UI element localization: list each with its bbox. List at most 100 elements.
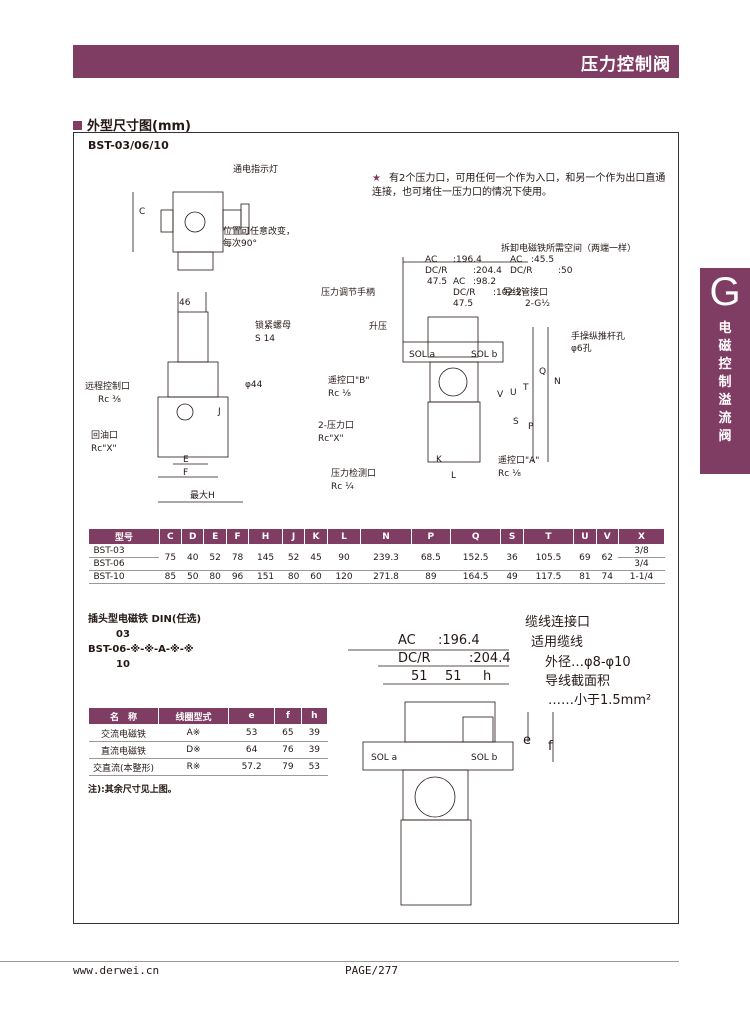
table-cell: D※ [158, 741, 229, 759]
label-n: N [554, 377, 561, 387]
footer-website-link[interactable]: www.derwei.cn [73, 964, 160, 977]
table-header: L [326, 528, 362, 545]
content-frame [73, 132, 679, 924]
note: ★有2个压力口，可用任何一个作为入口，和另一个作为出口直通连接，也可堵住一压力口… [372, 172, 672, 200]
din-label-cable: 缆线连接口 [525, 614, 590, 630]
square-bullet-icon [73, 121, 82, 130]
din-label-sola: SOL a [371, 753, 397, 763]
label-f: F [183, 468, 188, 478]
label-rc-x: Rc"X" [318, 434, 344, 444]
table-cell: 49 [500, 570, 524, 584]
label-solb: SOL b [471, 350, 498, 360]
table-row: 直流电磁铁 D※ 64 76 39 [88, 741, 328, 759]
din-label-e: e [523, 733, 531, 748]
label-every90: 每次90° [223, 237, 257, 249]
table-cell: 81 [573, 570, 597, 584]
table-cell: 交流电磁铁 [88, 724, 159, 742]
top-view-circle [184, 211, 206, 233]
table-cell: 60 [304, 570, 328, 584]
table-cell: BST-03 [88, 544, 160, 558]
label-return-port: 回油口 [91, 429, 118, 441]
label-dcr: DC/R [425, 266, 448, 276]
table-cell: 53 [228, 724, 275, 742]
table-cell: 89 [411, 570, 451, 584]
label-raise: 升压 [369, 321, 387, 332]
table-header: U [573, 528, 597, 545]
table-cell: BST-06 [88, 557, 160, 571]
label-ac-value: :196.4 [453, 255, 482, 265]
table-cell: 74 [596, 570, 619, 584]
label-dcr2-value: :50 [558, 266, 573, 276]
table-cell: 40 [181, 544, 204, 571]
table-row: BST-10 85 50 80 96 151 80 60 120 271.8 8… [88, 570, 665, 584]
side-category-tab[interactable]: G 电磁控制溢流阀 [700, 268, 750, 474]
table-header-row: 名 称 线圈型式 e f h [88, 707, 329, 725]
table-cell: 45 [304, 544, 328, 571]
din-line-10: 10 [116, 659, 130, 670]
table-cell: 39 [301, 741, 328, 759]
table-cell: 96 [226, 570, 249, 584]
footer-page-number: PAGE/277 [345, 964, 398, 977]
table-cell: 105.5 [523, 544, 574, 571]
label-conduit-size: 2-G½ [525, 299, 550, 309]
front-view-body [157, 396, 229, 458]
label-t: T [522, 383, 529, 393]
coil-table: 名 称 线圈型式 e f h 交流电磁铁 A※ 53 65 39 直流电磁铁 D… [88, 707, 329, 776]
din-label-solb: SOL b [471, 753, 498, 763]
star-icon: ★ [372, 173, 381, 184]
label-manual-lever: 手操纵推杆孔 [571, 330, 625, 342]
table-cell: 90 [327, 544, 361, 571]
top-view-knob [240, 203, 250, 235]
table-cell: 3/8 [618, 544, 665, 558]
label-max-h: 最大H [190, 489, 215, 501]
table-cell: 57.2 [228, 758, 275, 776]
table-header: 名 称 [88, 707, 159, 725]
label-position: 位置可任意改变， [223, 225, 295, 237]
table-cell: 239.3 [360, 544, 412, 571]
din-line-03: 03 [116, 629, 130, 640]
top-view-knob-base [222, 209, 242, 229]
table-header: V [595, 528, 619, 545]
label-e: E [183, 455, 189, 465]
table-cell: 39 [301, 724, 328, 742]
table-cell: 78 [226, 544, 249, 571]
table-row: 交直流(本整形) R※ 57.2 79 53 [88, 758, 328, 776]
table-header: P [410, 528, 451, 545]
din-view-body [400, 819, 472, 906]
label-phi44: φ44 [245, 380, 263, 390]
table-cell: 52 [203, 544, 227, 571]
din-label-ac-value: :196.4 [438, 633, 480, 648]
din-view-middle [402, 769, 469, 821]
top-view-base [177, 251, 214, 271]
label-gauge-port: 压力检测口 [331, 467, 376, 479]
table-header: f [274, 707, 302, 725]
table-cell: 271.8 [360, 570, 412, 584]
din-option-block: 插头型电磁铁 DIN(任选) 03 BST-06-※-※-A-※-※ 10 [88, 612, 201, 672]
din-view-connector [462, 716, 494, 743]
table-header: K [304, 528, 328, 545]
table-cell: R※ [158, 758, 229, 776]
page-title: 压力控制阀 [581, 55, 671, 75]
table-cell: 68.5 [411, 544, 451, 571]
din-model-code: BST-06-※-※-A-※-※ [88, 644, 194, 655]
front-view-middle [167, 361, 219, 398]
table-cell: 69 [573, 544, 597, 571]
label-c: C [139, 207, 145, 217]
table-cell: A※ [158, 724, 229, 742]
label-rc14: Rc ¼ [331, 482, 354, 492]
table-header: H [248, 528, 283, 545]
table-header: e [227, 707, 276, 725]
din-label-51b: 51 [445, 669, 462, 684]
label-ac3: AC [453, 277, 465, 287]
table-header: X [617, 528, 666, 545]
label-k: K [436, 455, 443, 465]
side-tab-text: 电磁控制溢流阀 [718, 321, 732, 444]
label-u: U [510, 388, 517, 398]
table-cell: 120 [327, 570, 361, 584]
technical-drawing: 通电指示灯 位置可任意改变， 每次90° C 46 锁紧螺母 S 14 φ44 … [85, 163, 651, 906]
din-label-less: ……小于1.5mm² [548, 693, 651, 708]
table-header: C [158, 528, 183, 545]
table-cell: 3/4 [618, 557, 665, 571]
table-header: D [181, 528, 205, 545]
label-d46: 46 [179, 298, 191, 308]
